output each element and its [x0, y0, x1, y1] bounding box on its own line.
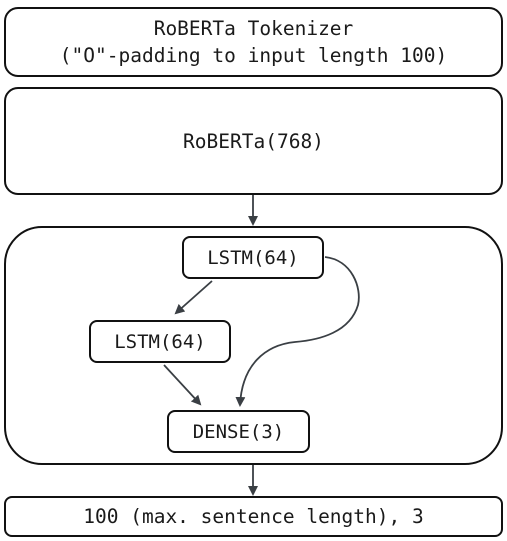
lstm-2-label: LSTM(64) — [114, 330, 206, 353]
output-label: 100 (max. sentence length), 3 — [83, 505, 424, 528]
lstm-1-label: LSTM(64) — [207, 246, 299, 269]
tokenizer-title: RoBERTa Tokenizer — [153, 17, 354, 40]
roberta-block: RoBERTa(768) — [4, 87, 503, 195]
tokenizer-padding-note: ("O"-padding to input length 100) — [59, 44, 448, 67]
dense-block: DENSE(3) — [167, 410, 310, 453]
output-block: 100 (max. sentence length), 3 — [4, 496, 503, 537]
lstm-2-block: LSTM(64) — [89, 320, 231, 363]
tokenizer-block: RoBERTa Tokenizer ("O"-padding to input … — [4, 7, 503, 77]
dense-label: DENSE(3) — [192, 420, 285, 443]
roberta-label: RoBERTa(768) — [183, 129, 324, 153]
lstm-1-block: LSTM(64) — [182, 236, 324, 279]
